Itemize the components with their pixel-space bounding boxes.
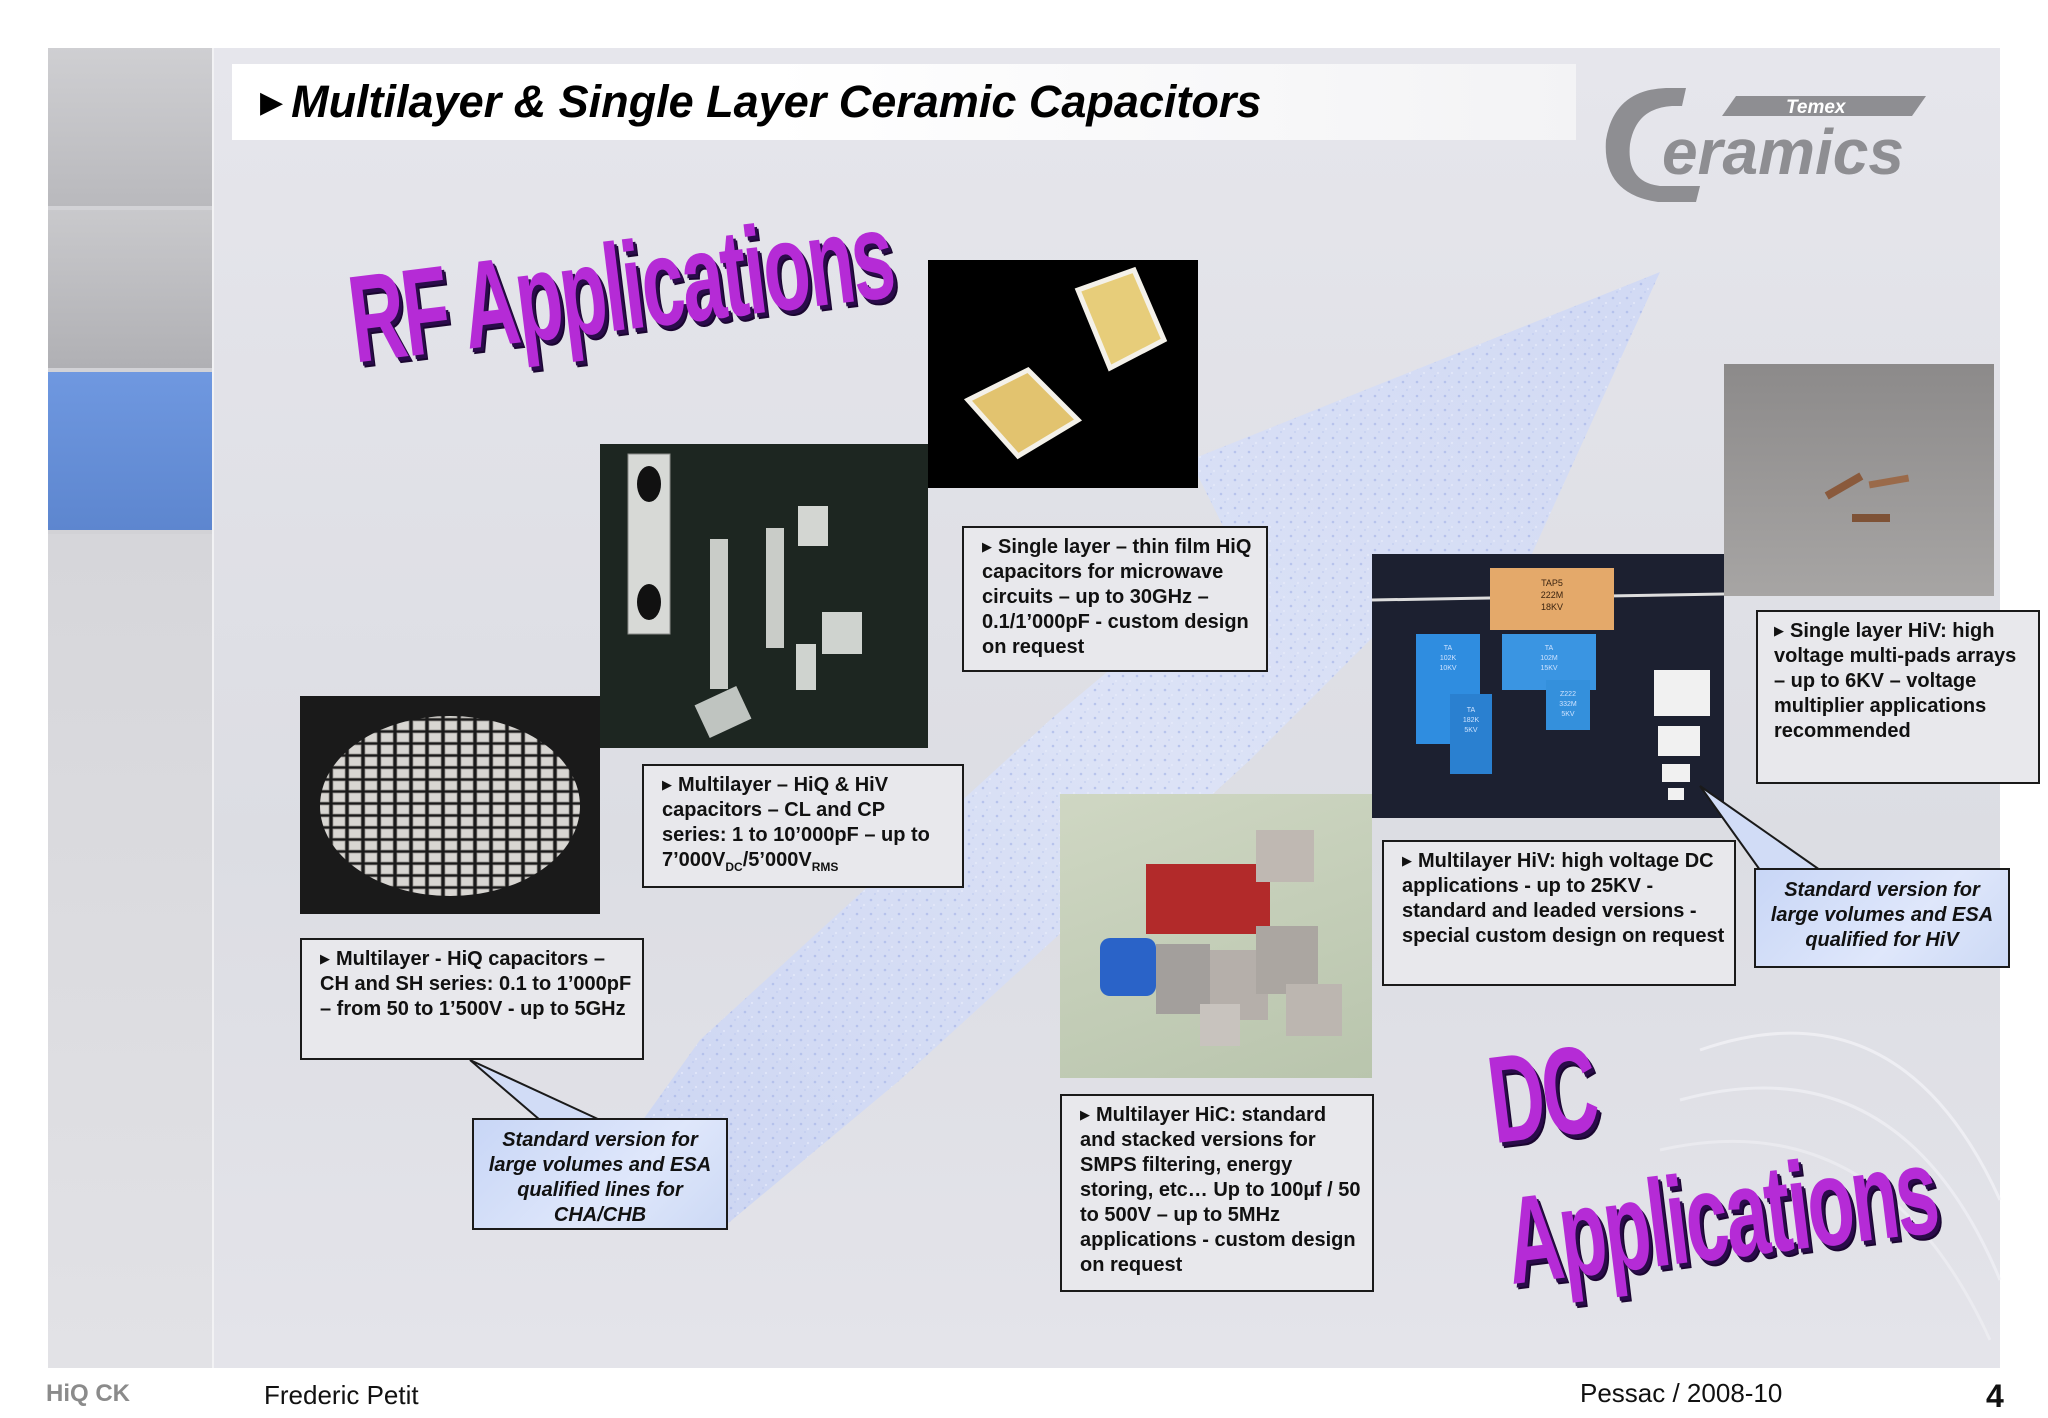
photo-thin-film [928, 260, 1198, 488]
svg-text:102K: 102K [1440, 655, 1457, 662]
callout-cha-chb: Standard version for large volumes and E… [472, 1118, 728, 1230]
photo-multilayer-hiq-hiv [600, 444, 928, 748]
box-multilayer-hiv: ▶Multilayer HiV: high voltage DC applica… [1382, 840, 1736, 986]
logo-c-shape [1605, 88, 1700, 202]
page-title: Multilayer & Single Layer Ceramic Capaci… [291, 76, 1262, 127]
photo-bulk-chips [300, 696, 600, 914]
svg-text:TA: TA [1444, 645, 1453, 652]
svg-text:TAP5: TAP5 [1541, 578, 1563, 588]
svg-text:5KV: 5KV [1464, 727, 1478, 734]
logo-main-text: eramics [1662, 116, 1904, 188]
sidebar [48, 48, 212, 1368]
bullet-icon: ▶ [662, 777, 672, 792]
hiv-parts-drawing: TAP5 222M 18KV TA 102K 10KV TA 102M 15KV… [1372, 568, 1724, 800]
box-multilayer-hic: ▶Multilayer HiC: standard and stacked ve… [1060, 1094, 1374, 1292]
sidebar-rest [48, 534, 212, 1368]
sidebar-block-1 [48, 48, 212, 206]
sidebar-block-2 [48, 210, 212, 368]
svg-text:5KV: 5KV [1561, 711, 1575, 718]
multilayer-parts-drawing [627, 453, 862, 739]
bulk-chips-drawing [320, 716, 580, 896]
callout-hiv: Standard version for large volumes and E… [1754, 868, 2010, 968]
sidebar-block-3 [48, 372, 212, 530]
hic-parts-drawing [1100, 830, 1342, 1046]
box-single-layer-thin-film: ▶Single layer – thin film HiQ capacitors… [962, 526, 1268, 672]
thin-film-drawing [963, 266, 1168, 460]
svg-text:10KV: 10KV [1439, 665, 1456, 672]
svg-text:182K: 182K [1463, 717, 1480, 724]
temex-ceramics-logo: Temex eramics [1605, 88, 1926, 202]
svg-text:15KV: 15KV [1540, 665, 1557, 672]
logo-top-text: Temex [1786, 97, 1847, 118]
title-bar: ▶ Multilayer & Single Layer Ceramic Capa… [232, 64, 1576, 140]
svg-text:102M: 102M [1540, 655, 1558, 662]
arrays-drawing [1824, 472, 1910, 522]
photo-single-layer-arrays [1724, 364, 1994, 596]
page-number: 4 [1986, 1378, 2004, 1414]
box-multilayer-hiq: ▶Multilayer - HiQ capacitors – CH and SH… [300, 938, 644, 1060]
sidebar-divider [212, 48, 214, 1368]
dc-applications-wordart: DC Applications [1480, 1020, 1944, 1311]
box-single-layer-hiv: ▶Single layer HiV: high voltage multi-pa… [1756, 610, 2040, 784]
svg-text:332M: 332M [1559, 701, 1577, 708]
svg-text:222M: 222M [1541, 590, 1564, 600]
bullet-icon: ▶ [982, 539, 992, 554]
footer-place-date: Pessac / 2008-10 [1580, 1378, 1783, 1408]
bullet-icon: ▶ [320, 951, 330, 966]
footer-left-label: HiQ CK [46, 1380, 130, 1407]
svg-text:TA: TA [1467, 707, 1476, 714]
bullet-icon: ▶ [1402, 853, 1412, 868]
svg-text:Z222: Z222 [1560, 691, 1576, 698]
svg-text:18KV: 18KV [1541, 602, 1563, 612]
svg-text:TA: TA [1545, 645, 1554, 652]
footer-author: Frederic Petit [264, 1380, 419, 1410]
title-bullet-icon: ▶ [260, 85, 284, 119]
bullet-icon: ▶ [1774, 623, 1784, 638]
photo-multilayer-hic [1060, 794, 1372, 1078]
bullet-icon: ▶ [1080, 1107, 1090, 1122]
box-multilayer-hiq-hiv: ▶Multilayer – HiQ & HiV capacitors – CL … [642, 764, 964, 888]
photo-multilayer-hiv: TAP5 222M 18KV TA 102K 10KV TA 102M 15KV… [1372, 554, 1724, 818]
